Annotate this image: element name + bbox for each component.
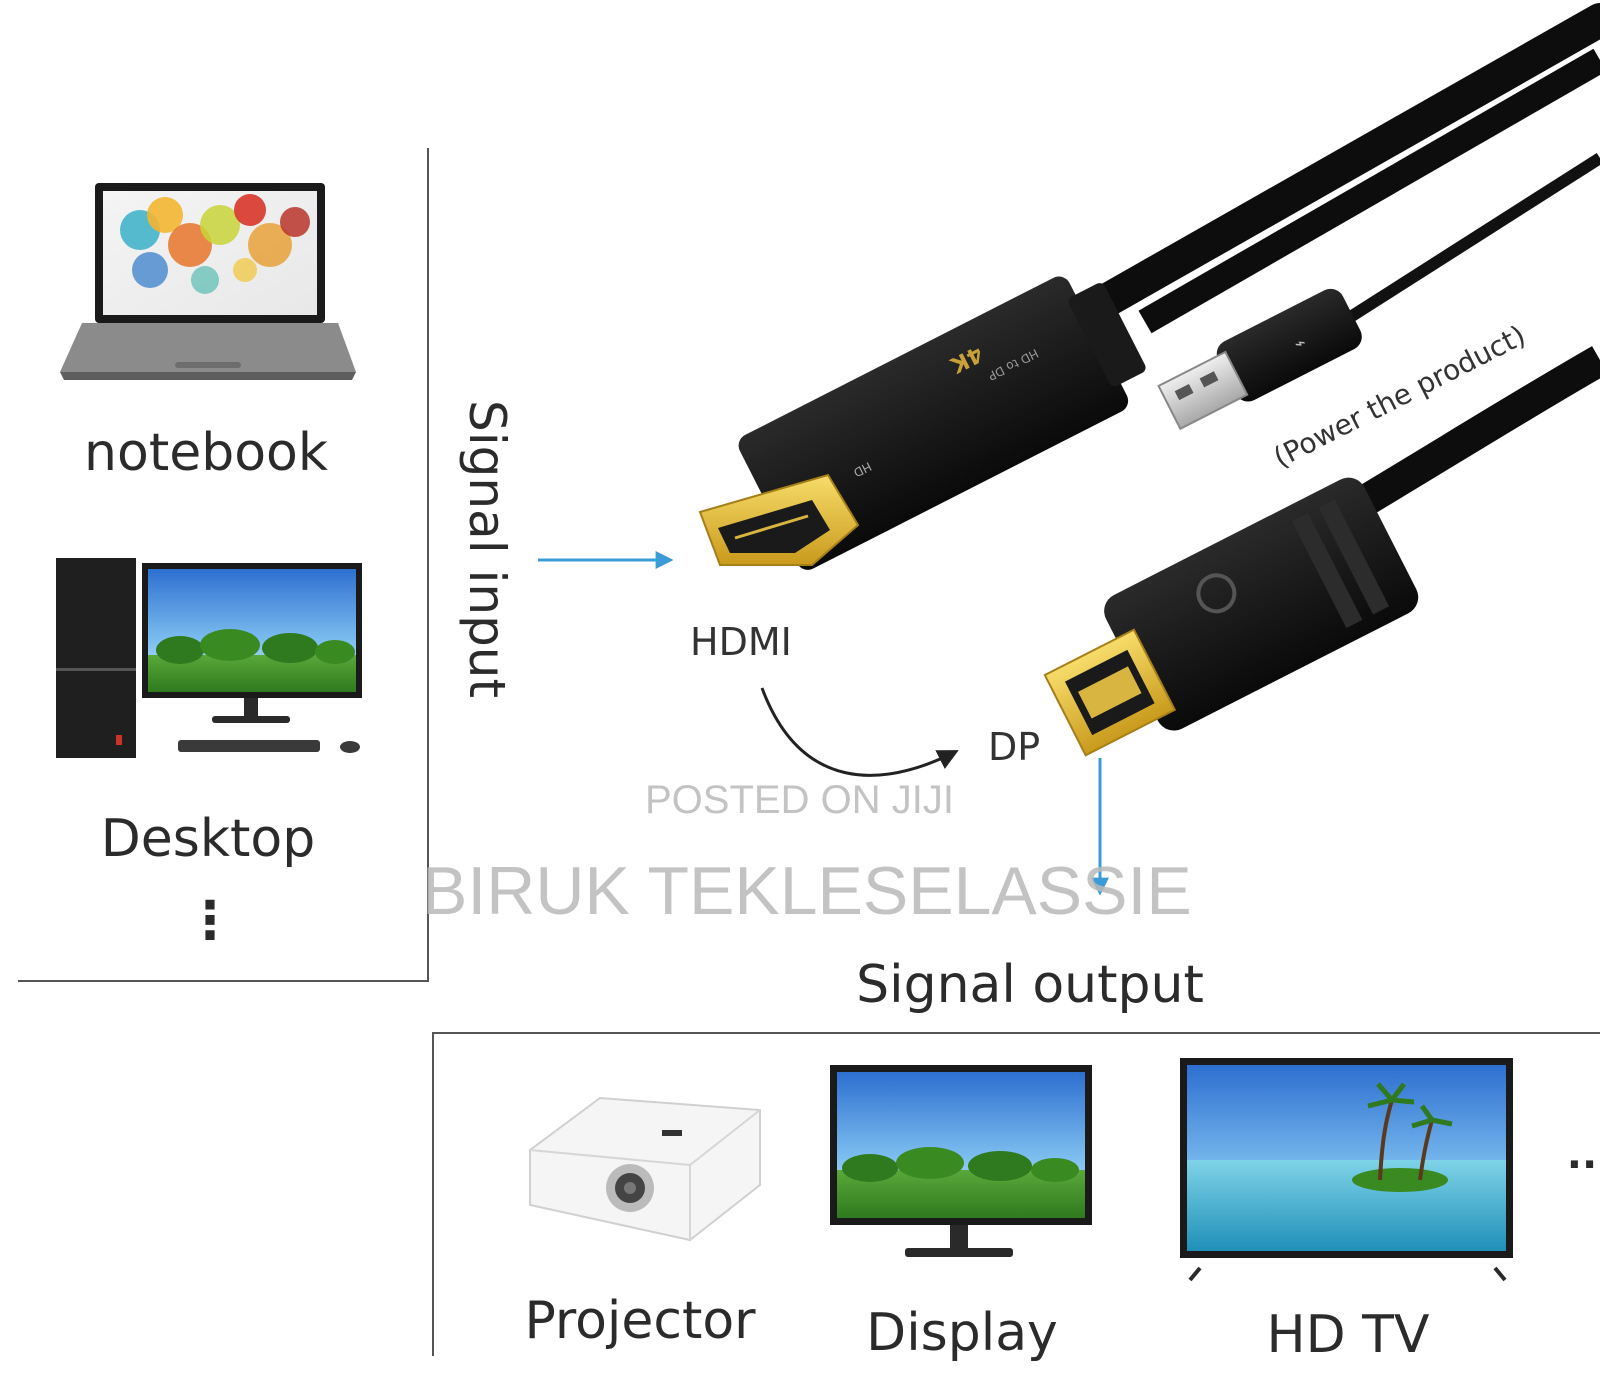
projector-label: Projector [524, 1291, 756, 1351]
output-panel-top-border [432, 1032, 1600, 1034]
output-panel-left-border [432, 1032, 434, 1356]
display-label: Display [866, 1303, 1058, 1363]
signal-input-label: Signal input [458, 400, 516, 698]
cables [1073, 3, 1600, 524]
hdtv-label: HD TV [1266, 1305, 1429, 1365]
hdtv-icon [1180, 1058, 1513, 1282]
desktop-icon [56, 558, 362, 758]
desktop-label: Desktop [101, 809, 315, 869]
projector-icon [529, 1096, 761, 1242]
notebook-icon [60, 183, 356, 380]
watermark-line-1: POSTED ON JIJI [645, 778, 954, 822]
source-panel-right-border [427, 148, 429, 982]
conversion-arrow [760, 687, 959, 777]
dp-label: DP [988, 725, 1040, 769]
watermark-line-2: BIRUK TEKLESELASSIE [422, 853, 1192, 929]
hdmi-plug [698, 473, 860, 566]
source-panel-bottom-border [18, 980, 428, 982]
dp-plug [1043, 477, 1419, 757]
display-icon [830, 1065, 1092, 1257]
outputs-more-mark: .. [1567, 1132, 1597, 1178]
signal-output-label: Signal output [856, 955, 1204, 1015]
notebook-label: notebook [84, 423, 328, 483]
hdmi-label: HDMI [690, 620, 792, 664]
usb-plug: ⌁ [1157, 288, 1362, 431]
sources-more-mark: ⋮ [184, 891, 236, 951]
